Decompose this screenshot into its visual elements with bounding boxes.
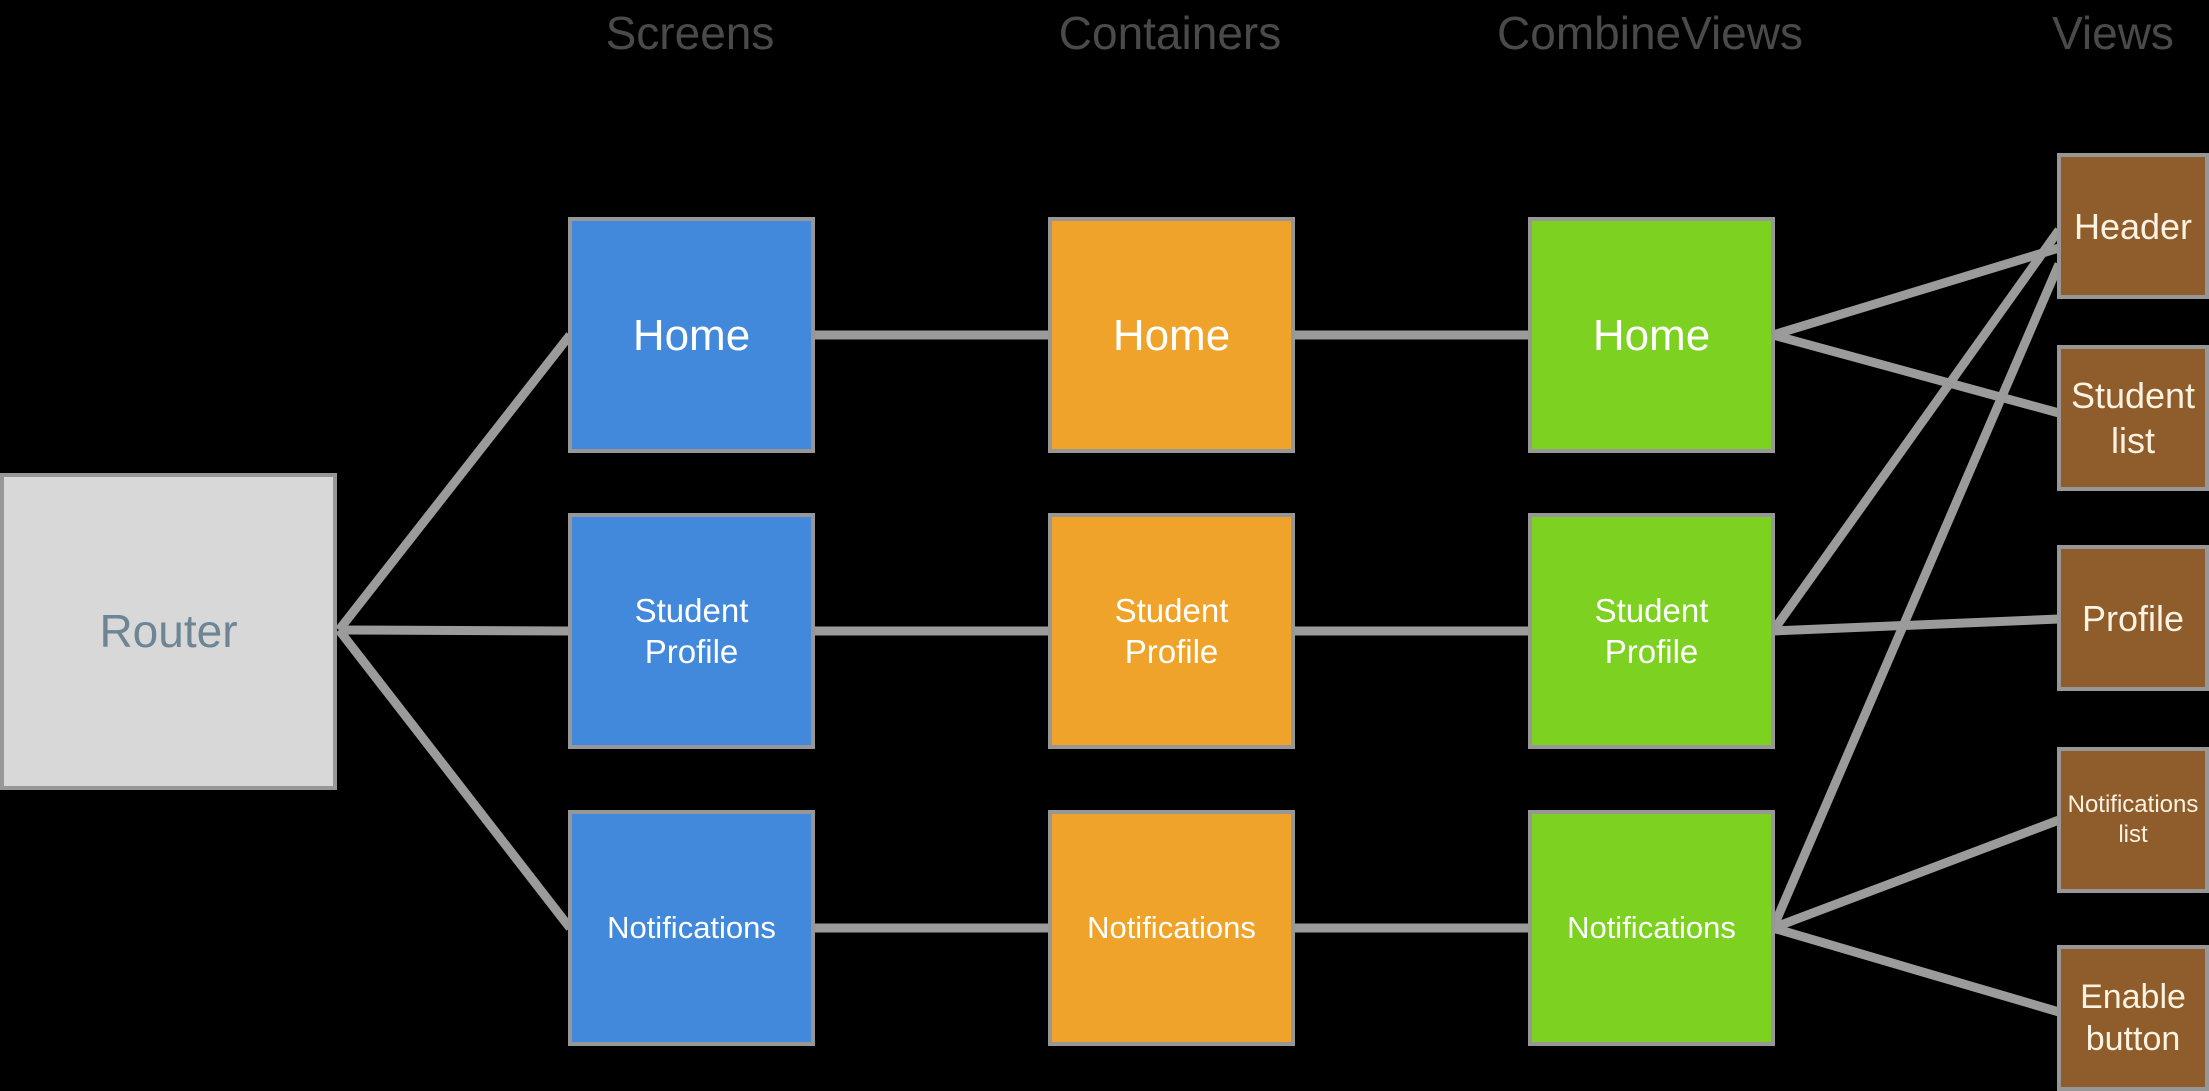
view-enable-button-box: Enable button [2057,945,2209,1091]
column-header-containers: Containers [1058,7,1282,59]
combineview-notifications-box: Notifications [1528,810,1775,1046]
view-student-list-box: Student list [2057,345,2209,491]
connector-combine-notif-notifications-list [1771,815,2061,933]
combineview-student-profile-box: Student Profile [1528,513,1775,749]
container-notifications-label: Notifications [1087,909,1256,945]
view-notifications-list-label: Notifications list [2067,791,2199,848]
container-home-label: Home [1112,310,1231,360]
container-student-profile-box: Student Profile [1048,513,1295,749]
screen-home-box: Home [568,217,815,453]
connector-combine-home-student-list [1771,330,2061,418]
container-home-box: Home [1048,217,1295,453]
screen-student-profile-box: Student Profile [568,513,815,749]
view-header-box: Header [2057,153,2209,299]
column-header-combineviews: CombineViews [1497,7,1803,59]
column-header-screens: Screens [605,7,775,59]
screen-student-profile-label: Student Profile [634,591,749,670]
connector-combine-sp-profile [1772,614,2060,636]
column-header-views: Views [2052,7,2174,59]
container-notifications-box: Notifications [1048,810,1295,1046]
screen-notifications-box: Notifications [568,810,815,1046]
connector-combine-notif-enable-button [1771,923,2061,1017]
container-student-profile-label: Student Profile [1114,591,1229,670]
view-student-list-label: Student list [2070,375,2196,461]
connector-router-student-profile [338,625,571,636]
connector-router-home [335,332,574,633]
view-header-label: Header [2073,205,2193,247]
connector-combine-notif-header [1768,262,2064,930]
view-profile-label: Profile [2081,597,2185,639]
connector-combine-sp-header [1769,227,2063,634]
view-profile-box: Profile [2057,545,2209,691]
connector-combine-home-header [1771,243,2061,340]
combineview-student-profile-label: Student Profile [1594,591,1709,670]
view-enable-button-label: Enable button [2080,977,2186,1059]
screen-home-label: Home [632,310,751,360]
router-label: Router [99,604,238,657]
combineview-notifications-label: Notifications [1567,909,1736,945]
connector-router-notifications [335,627,574,931]
combineview-home-label: Home [1592,310,1711,360]
view-notifications-list-box: Notifications list [2057,747,2209,893]
router-box: Router [0,473,337,790]
screen-notifications-label: Notifications [607,909,776,945]
combineview-home-box: Home [1528,217,1775,453]
